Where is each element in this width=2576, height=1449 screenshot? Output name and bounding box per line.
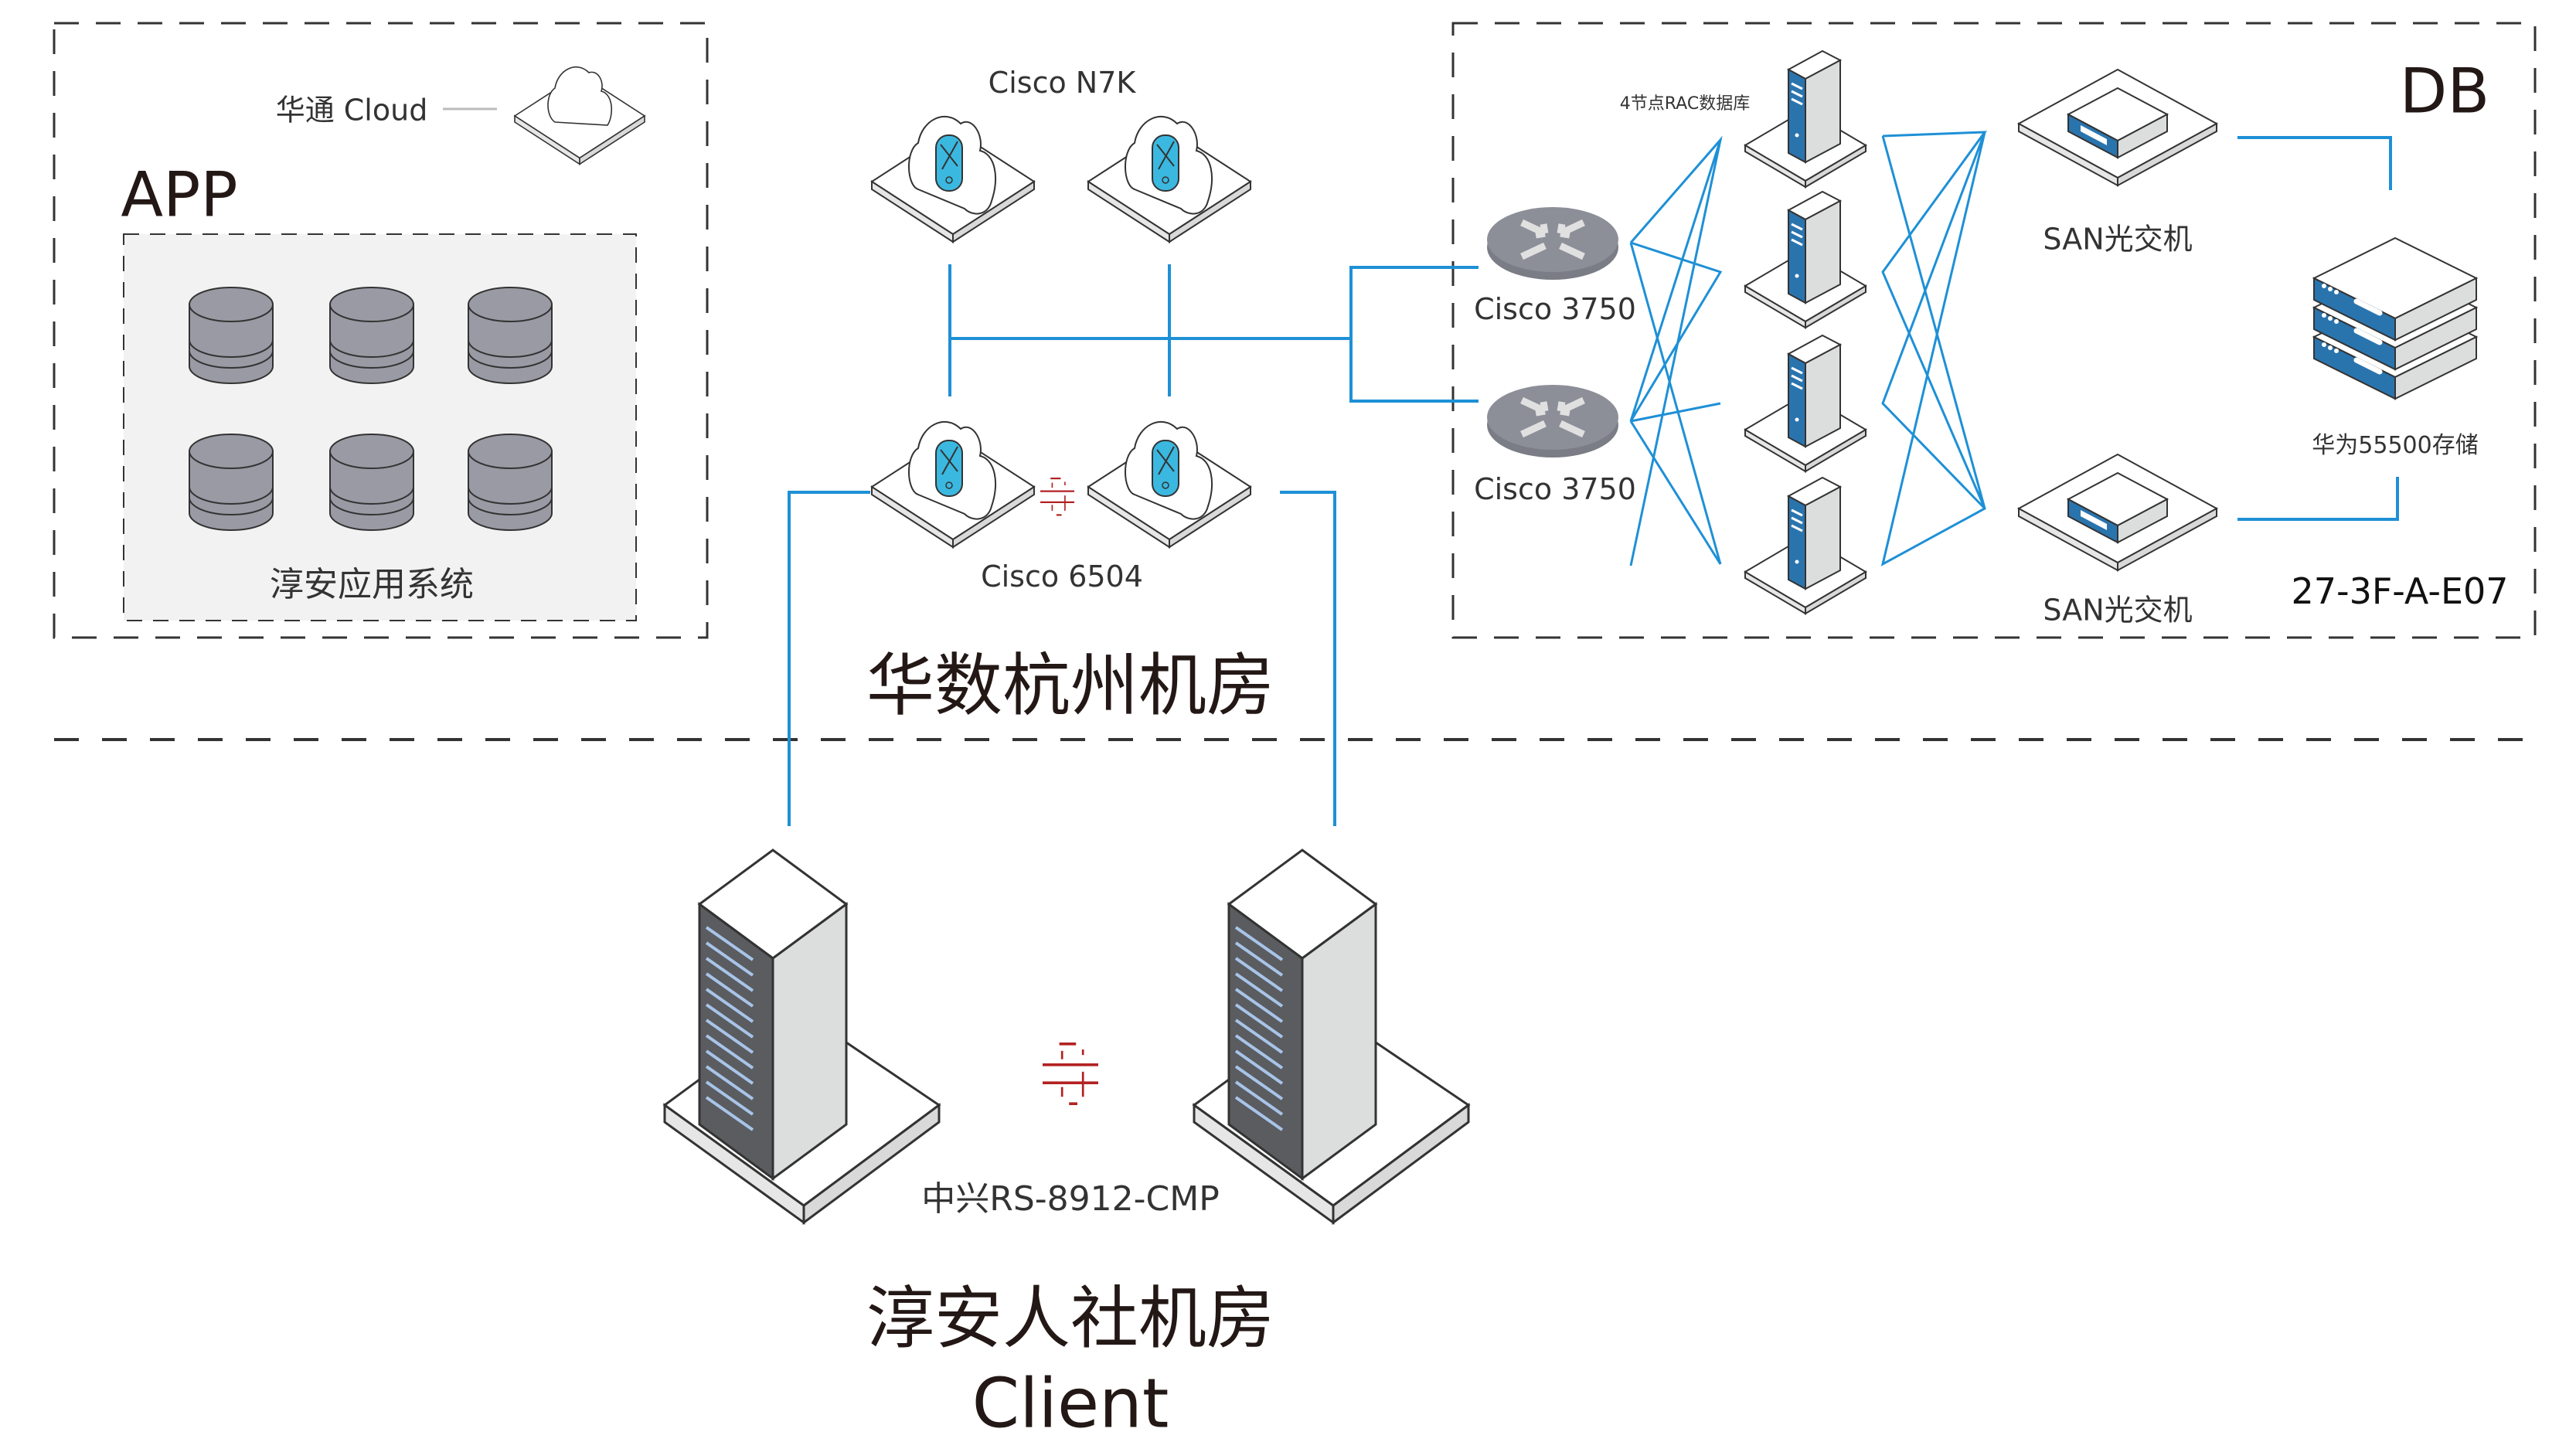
- cisco-6504-label: Cisco 6504: [981, 560, 1143, 594]
- db-zone-title: DB: [2399, 55, 2490, 128]
- link-6504-left-to-client: [788, 491, 870, 826]
- database-cylinder-icon: [468, 434, 553, 531]
- link-6504-right-to-client: [1280, 491, 1336, 826]
- san-label-1: SAN光交机: [2043, 222, 2193, 257]
- rac-label: 4节点RAC数据库: [1619, 94, 1751, 114]
- storage-label: 华为55500存储: [2312, 432, 2479, 459]
- cloud-icon: [514, 66, 645, 165]
- link-san-bottom-storage: [2237, 477, 2399, 521]
- cisco-n7k-switch-2: [1088, 117, 1251, 242]
- cisco-n7k-label: Cisco N7K: [988, 66, 1136, 100]
- database-cylinder-icon: [189, 434, 274, 531]
- link-san-top-storage: [2237, 136, 2392, 190]
- router-rac-mesh: [1629, 135, 1723, 566]
- cloud-label: 华通 Cloud: [275, 93, 428, 128]
- rac-node-server-icon: [1744, 334, 1867, 473]
- db-zone-border: [1451, 22, 2537, 639]
- link-to-3750-pair: [1349, 266, 1479, 403]
- ha-pair-icon-client: [1041, 1043, 1100, 1105]
- database-cylinder-icon: [189, 287, 274, 384]
- client-zone-subtitle: Client: [972, 1363, 1169, 1444]
- core-zone-title: 华数杭州机房: [866, 645, 1275, 726]
- rac-node-server-icon: [1744, 49, 1867, 189]
- client-server-label: 中兴RS-8912-CMP: [921, 1179, 1220, 1219]
- rac-node-server-icon: [1744, 190, 1867, 329]
- cisco-6504-switch-1: [872, 422, 1034, 547]
- database-cylinder-icon: [329, 434, 414, 531]
- client-server-1: [663, 849, 941, 1224]
- cisco-3750-router-2: [1487, 385, 1618, 457]
- router-label-1: Cisco 3750: [1474, 292, 1636, 326]
- rack-location-label: 27-3F-A-E07: [2291, 570, 2509, 612]
- database-cylinder-icon: [329, 287, 414, 384]
- san-label-2: SAN光交机: [2043, 593, 2193, 628]
- cisco-n7k-switch-1: [872, 117, 1034, 242]
- router-label-2: Cisco 3750: [1474, 472, 1636, 506]
- san-switch-1: [2018, 69, 2217, 186]
- rac-node-server-icon: [1744, 476, 1867, 615]
- database-cylinder-icon: [468, 287, 553, 384]
- rac-san-mesh: [1880, 131, 1988, 566]
- cisco-3750-router-1: [1487, 207, 1618, 280]
- client-zone-title: 淳安人社机房: [866, 1278, 1275, 1359]
- app-zone-title: APP: [121, 158, 238, 231]
- ha-pair-icon-core: [1039, 477, 1076, 516]
- app-zone-border: [53, 22, 709, 639]
- client-server-2: [1193, 849, 1470, 1224]
- cisco-6504-switch-2: [1088, 422, 1251, 547]
- app-system-label: 淳安应用系统: [270, 565, 474, 604]
- storage-array-icon: [2314, 238, 2476, 399]
- network-links: [788, 131, 2399, 826]
- san-switch-2: [2018, 454, 2217, 571]
